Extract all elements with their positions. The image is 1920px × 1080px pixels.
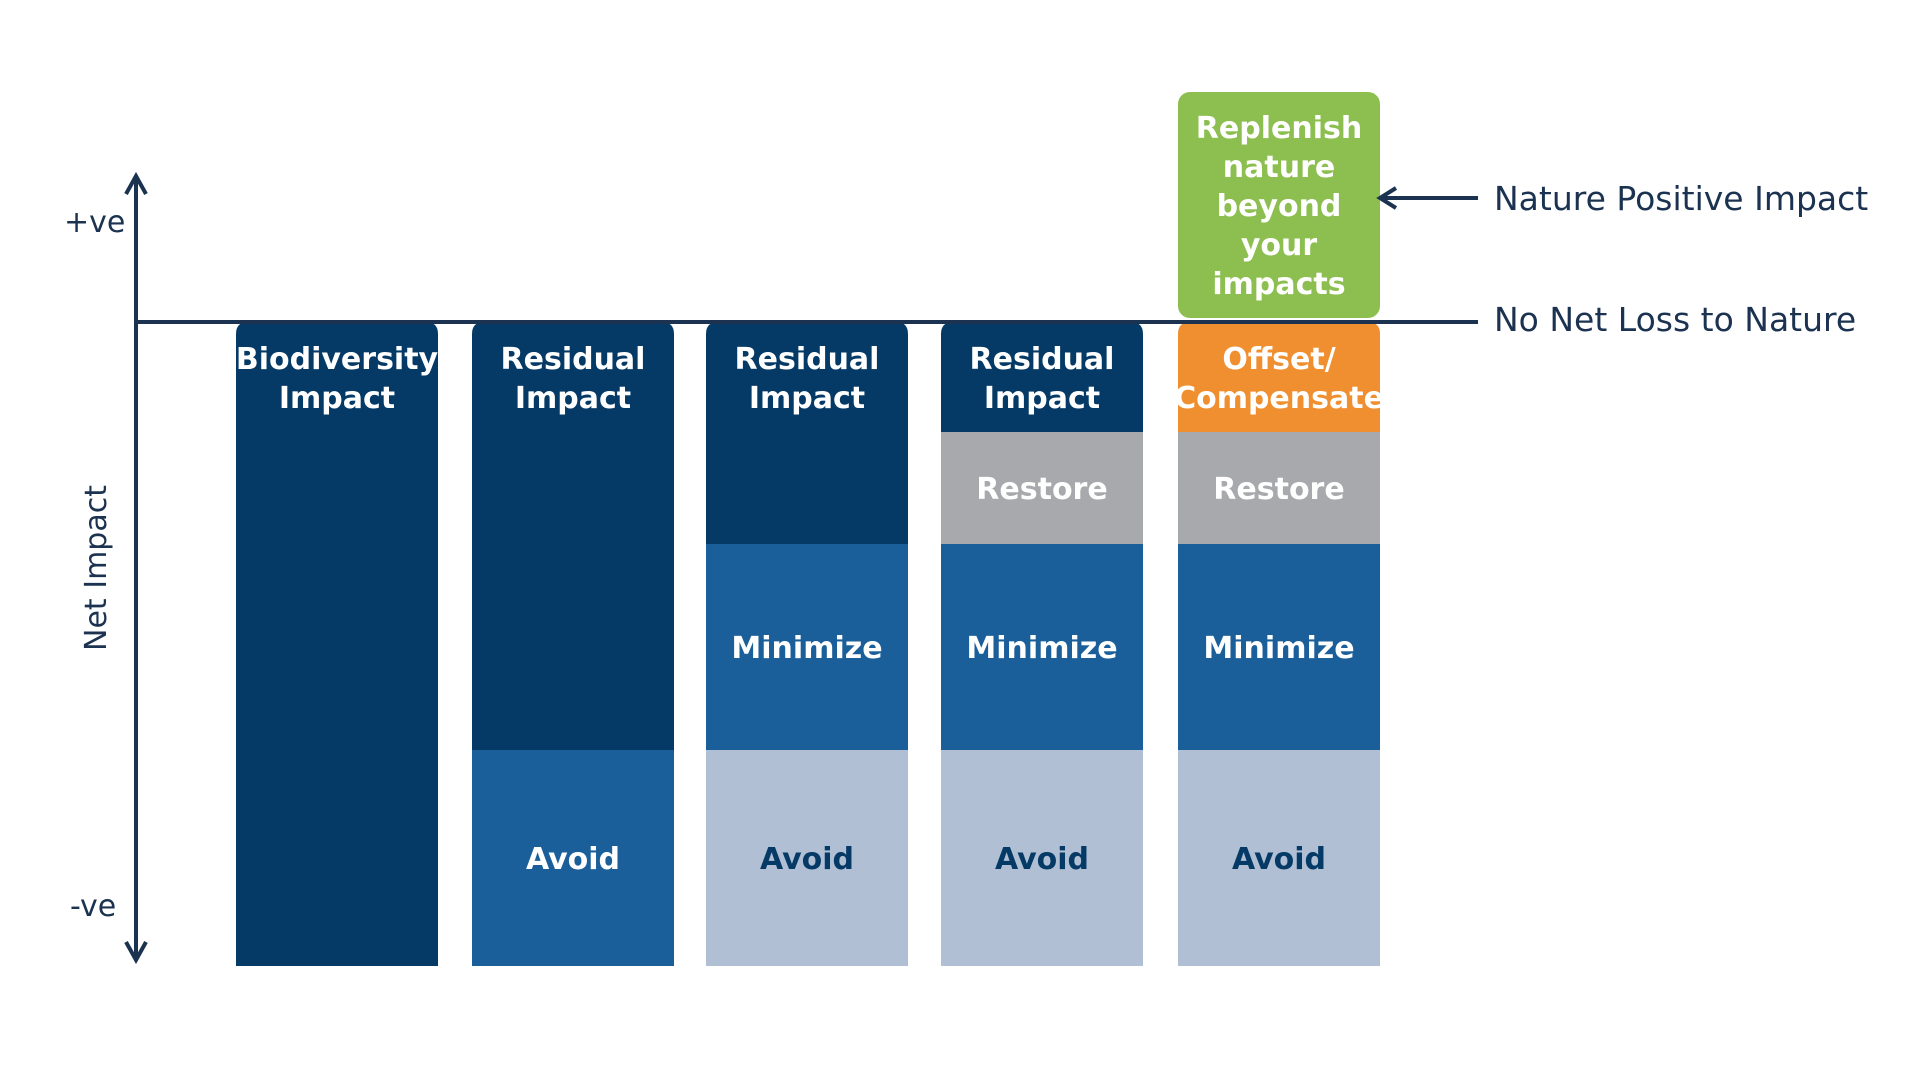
- restore-segment: [1178, 432, 1380, 544]
- column-title-line: Impact: [515, 381, 631, 416]
- vertical-axis: [124, 171, 148, 965]
- avoid-label: Avoid: [995, 842, 1089, 877]
- replenish-label-line: impacts: [1212, 267, 1345, 302]
- minimize-segment: [941, 544, 1143, 750]
- column-title-line: Residual: [970, 342, 1115, 377]
- restore-label: Restore: [1213, 472, 1344, 507]
- column-title-line: Residual: [735, 342, 880, 377]
- column-title-line: Offset/: [1222, 342, 1335, 377]
- avoid-label: Avoid: [760, 842, 854, 877]
- minimize-segment: [706, 544, 908, 750]
- offset-compensate-segment: [1178, 322, 1380, 432]
- axis-up-arrow-icon: [124, 171, 148, 195]
- residual-impact-segment: [472, 322, 674, 750]
- minimize-label: Minimize: [731, 631, 882, 666]
- no-net-loss-label: No Net Loss to Nature: [1494, 300, 1856, 339]
- column-title-line: Impact: [984, 381, 1100, 416]
- column-title-line: Impact: [749, 381, 865, 416]
- minimize-label: Minimize: [966, 631, 1117, 666]
- positive-axis-label: +ve: [64, 205, 125, 240]
- replenish-label-line: Replenish: [1196, 111, 1362, 146]
- nature-positive-label: Nature Positive Impact: [1494, 179, 1868, 218]
- columns: BiodiversityImpactAvoidResidualImpactMin…: [236, 92, 1384, 966]
- avoid-label: Avoid: [1232, 842, 1326, 877]
- axis-down-arrow-icon: [124, 941, 148, 965]
- residual-impact-segment: [941, 322, 1143, 432]
- avoid-segment: [472, 750, 674, 966]
- avoid-label: Avoid: [526, 842, 620, 877]
- biodiversity-impact-segment: [236, 322, 438, 966]
- replenish-label-line: nature: [1223, 150, 1335, 185]
- restore-segment: [941, 432, 1143, 544]
- residual-impact-segment: [706, 322, 908, 544]
- axis-title: Net Impact: [79, 485, 114, 651]
- negative-axis-label: -ve: [70, 889, 116, 924]
- avoid-segment: [1178, 750, 1380, 966]
- column-title-line: Compensate: [1174, 381, 1384, 416]
- left-arrow-icon: [1376, 186, 1398, 210]
- avoid-segment: [941, 750, 1143, 966]
- minimize-segment: [1178, 544, 1380, 750]
- column-title-line: Biodiversity: [236, 342, 439, 377]
- replenish-label-line: beyond: [1217, 189, 1342, 224]
- column-title-line: Residual: [501, 342, 646, 377]
- nature-positive-arrow: [1376, 186, 1478, 210]
- replenish-nature-box: [1178, 92, 1380, 318]
- column-title-line: Impact: [279, 381, 395, 416]
- replenish-label-line: your: [1241, 228, 1318, 263]
- restore-label: Restore: [976, 472, 1107, 507]
- minimize-label: Minimize: [1203, 631, 1354, 666]
- avoid-segment: [706, 750, 908, 966]
